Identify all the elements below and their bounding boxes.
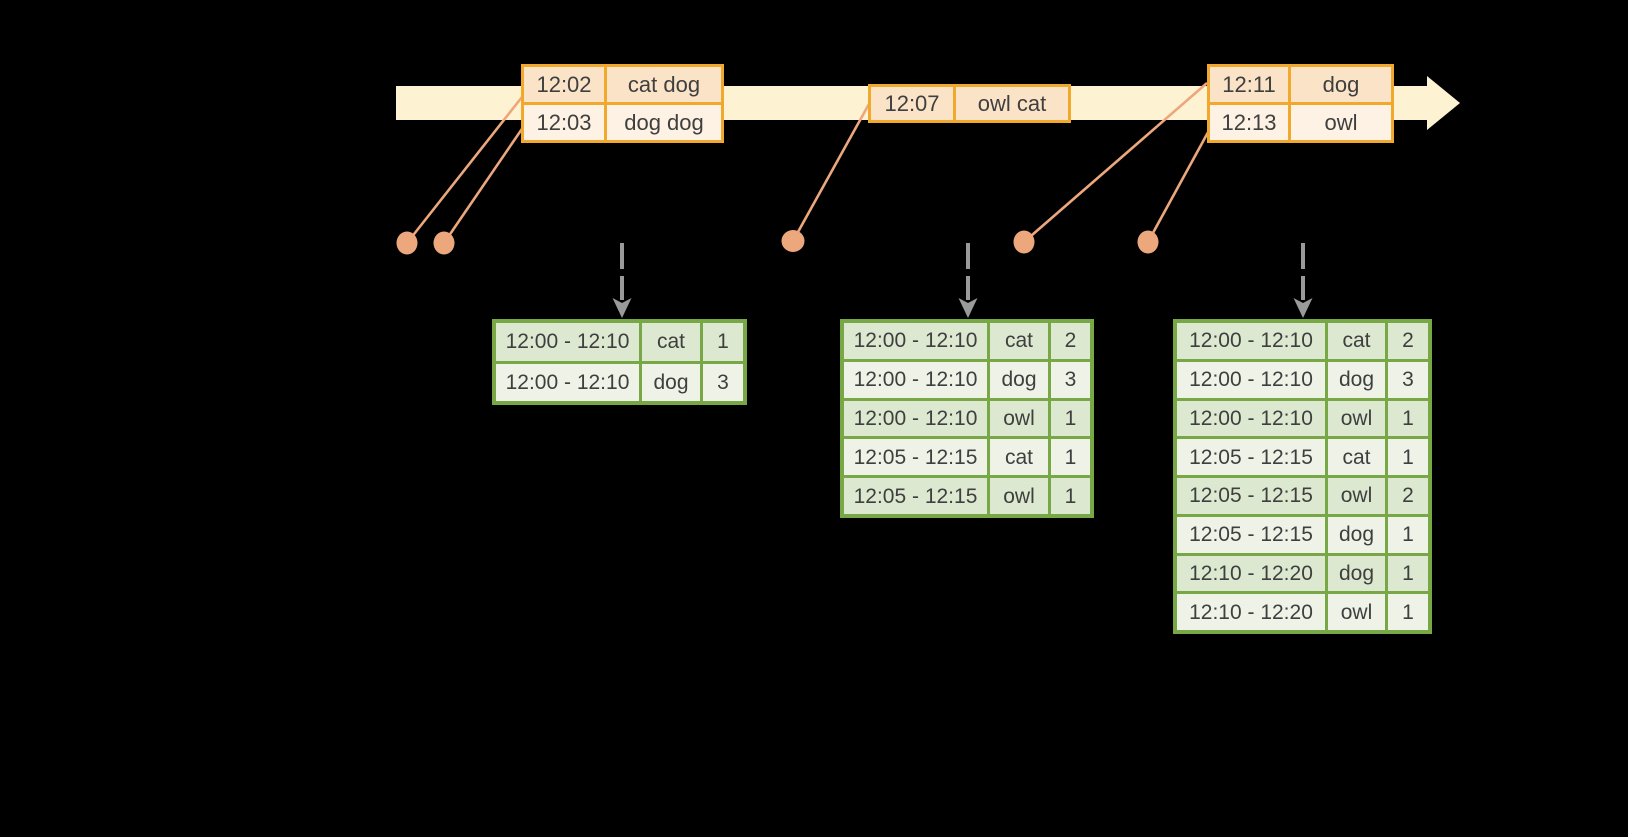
event-connector-line (1023, 82, 1208, 243)
window-cell: 12:05 - 12:15 (844, 439, 987, 476)
word-cell: owl (1328, 400, 1385, 437)
window-cell: 12:05 - 12:15 (1177, 516, 1325, 553)
window-cell: 12:00 - 12:10 (496, 323, 639, 361)
word-cell: owl (990, 478, 1048, 514)
window-cell: 12:00 - 12:10 (1177, 400, 1325, 437)
time-cell: 12:07 (871, 87, 953, 120)
result-table-3: 12:00 - 12:10 cat 2 12:00 - 12:10 dog 3 … (1173, 319, 1432, 634)
window-cell: 12:10 - 12:20 (1177, 594, 1325, 630)
count-cell: 1 (1388, 439, 1428, 475)
words-cell: dog dog (607, 105, 721, 140)
count-cell: 1 (1051, 478, 1090, 514)
word-cell: owl (1328, 594, 1385, 630)
result-table-2: 12:00 - 12:10 cat 2 12:00 - 12:10 dog 3 … (840, 319, 1094, 518)
word-cell: cat (990, 439, 1048, 476)
result-table-1: 12:00 - 12:10 cat 1 12:00 - 12:10 dog 3 (492, 319, 747, 405)
count-cell: 1 (1051, 400, 1090, 437)
event-connector-line (791, 103, 871, 242)
input-batch-table-2: 12:07 owl cat (868, 84, 1071, 123)
event-connector-line (442, 122, 528, 244)
event-connector-line (405, 96, 524, 244)
window-cell: 12:00 - 12:10 (1177, 323, 1325, 359)
down-arrow-icon (1293, 298, 1313, 318)
event-dot (781, 230, 805, 252)
window-cell: 12:05 - 12:15 (1177, 478, 1325, 514)
word-cell: dog (1328, 361, 1385, 398)
word-cell: cat (990, 323, 1048, 359)
event-dot (433, 231, 455, 255)
word-cell: owl (990, 400, 1048, 437)
count-cell: 1 (703, 323, 743, 361)
word-cell: dog (990, 361, 1048, 398)
count-cell: 1 (1388, 516, 1428, 553)
window-cell: 12:05 - 12:15 (1177, 439, 1325, 475)
down-arrow-icon (612, 298, 632, 318)
window-cell: 12:10 - 12:20 (1177, 555, 1325, 592)
event-dot (396, 231, 418, 255)
window-cell: 12:00 - 12:10 (1177, 361, 1325, 398)
word-cell: dog (1328, 516, 1385, 553)
words-cell: cat dog (607, 67, 721, 102)
count-cell: 1 (1388, 555, 1428, 592)
window-cell: 12:05 - 12:15 (844, 478, 987, 514)
words-cell: dog (1291, 67, 1391, 102)
time-cell: 12:03 (524, 105, 604, 140)
count-cell: 2 (1388, 323, 1428, 359)
words-cell: owl cat (956, 87, 1068, 120)
count-cell: 3 (1051, 361, 1090, 398)
right-arrow-icon (1427, 76, 1460, 130)
window-cell: 12:00 - 12:10 (844, 361, 987, 398)
event-dot (1013, 230, 1035, 254)
word-cell: cat (642, 323, 700, 361)
time-cell: 12:02 (524, 67, 604, 102)
word-cell: owl (1328, 478, 1385, 514)
time-cell: 12:11 (1210, 67, 1288, 102)
words-cell: owl (1291, 105, 1391, 140)
word-cell: cat (1328, 323, 1385, 359)
input-batch-table-1: 12:02 cat dog 12:03 dog dog (521, 64, 724, 143)
count-cell: 3 (703, 363, 743, 401)
event-connector-line (1146, 124, 1214, 243)
event-dot (1137, 230, 1159, 254)
count-cell: 2 (1388, 478, 1428, 514)
count-cell: 1 (1388, 594, 1428, 630)
window-cell: 12:00 - 12:10 (844, 400, 987, 437)
window-cell: 12:00 - 12:10 (844, 323, 987, 359)
count-cell: 3 (1388, 361, 1428, 398)
count-cell: 2 (1051, 323, 1090, 359)
input-batch-table-3: 12:11 dog 12:13 owl (1207, 64, 1394, 143)
word-cell: cat (1328, 439, 1385, 475)
down-arrow-icon (958, 298, 978, 318)
window-cell: 12:00 - 12:10 (496, 363, 639, 401)
word-cell: dog (1328, 555, 1385, 592)
count-cell: 1 (1051, 439, 1090, 476)
word-cell: dog (642, 363, 700, 401)
count-cell: 1 (1388, 400, 1428, 437)
time-cell: 12:13 (1210, 105, 1288, 140)
